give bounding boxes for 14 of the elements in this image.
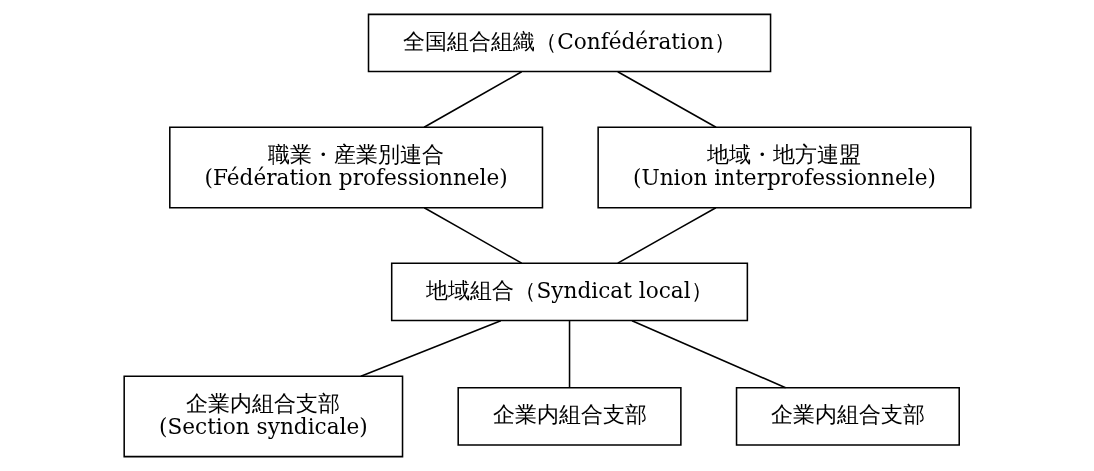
connector xyxy=(616,206,717,264)
connector xyxy=(422,71,522,129)
node-box: 企業内組合支部 xyxy=(456,387,682,446)
node-box: 企業内組合支部 xyxy=(735,387,960,446)
node-box: 職業・産業別連合 (Fédération professionnele) xyxy=(168,126,543,209)
connector xyxy=(359,319,502,377)
connector xyxy=(568,320,570,389)
node-box: 地域・地方連盟 (Union interprofessionnele) xyxy=(596,126,972,209)
connector xyxy=(616,71,717,129)
connector xyxy=(422,206,522,264)
connector xyxy=(630,319,786,389)
node-box: 全国組合組織（Confédération） xyxy=(367,13,771,73)
node-box: 企業内組合支部 (Section syndicale) xyxy=(122,375,403,458)
node-box: 地域組合（Syndicat local） xyxy=(390,262,748,322)
